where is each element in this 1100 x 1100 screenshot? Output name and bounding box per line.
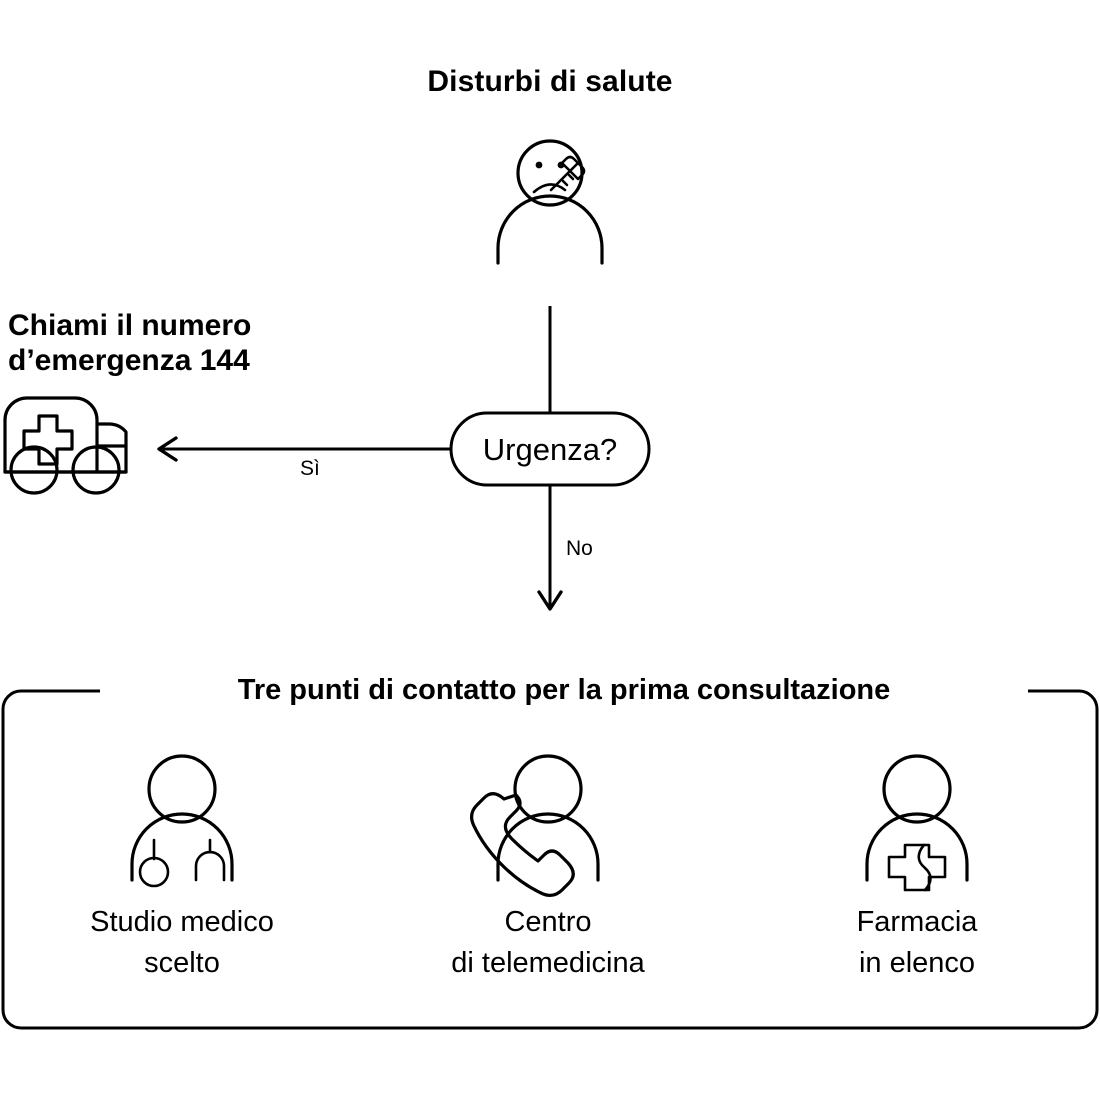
contact-2-label-line1: Centro [504,906,592,938]
page-title: Disturbi di salute [427,65,673,98]
pharmacist-with-cross-icon [865,754,969,892]
emergency-title-line1: Chiami il numero [8,309,252,342]
person-with-telephone-icon [470,754,600,897]
sick-person-with-thermometer-icon [496,139,604,265]
contact-2-label-line2: di telemedicina [451,947,645,979]
arrowhead-left [157,436,178,462]
contact-1-label-line2: scelto [144,947,220,979]
contacts-box-title: Tre punti di contatto per la prima consu… [100,673,1028,708]
emergency-title-line2: d’emergenza 144 [8,344,250,377]
decision-label-urgenza: Urgenza? [482,432,618,467]
doctor-with-stethoscope-icon [130,754,234,888]
contact-3-label-line2: in elenco [858,947,976,979]
ambulance-icon [3,396,128,495]
edge-label-si: Sì [300,457,320,480]
edge-label-no: No [566,537,593,560]
contact-3-label-line1: Farmacia [856,906,978,938]
arrowhead-down [537,590,563,611]
contact-1-label-line1: Studio medico [90,906,274,938]
contacts-box-frame [1,689,1099,1030]
